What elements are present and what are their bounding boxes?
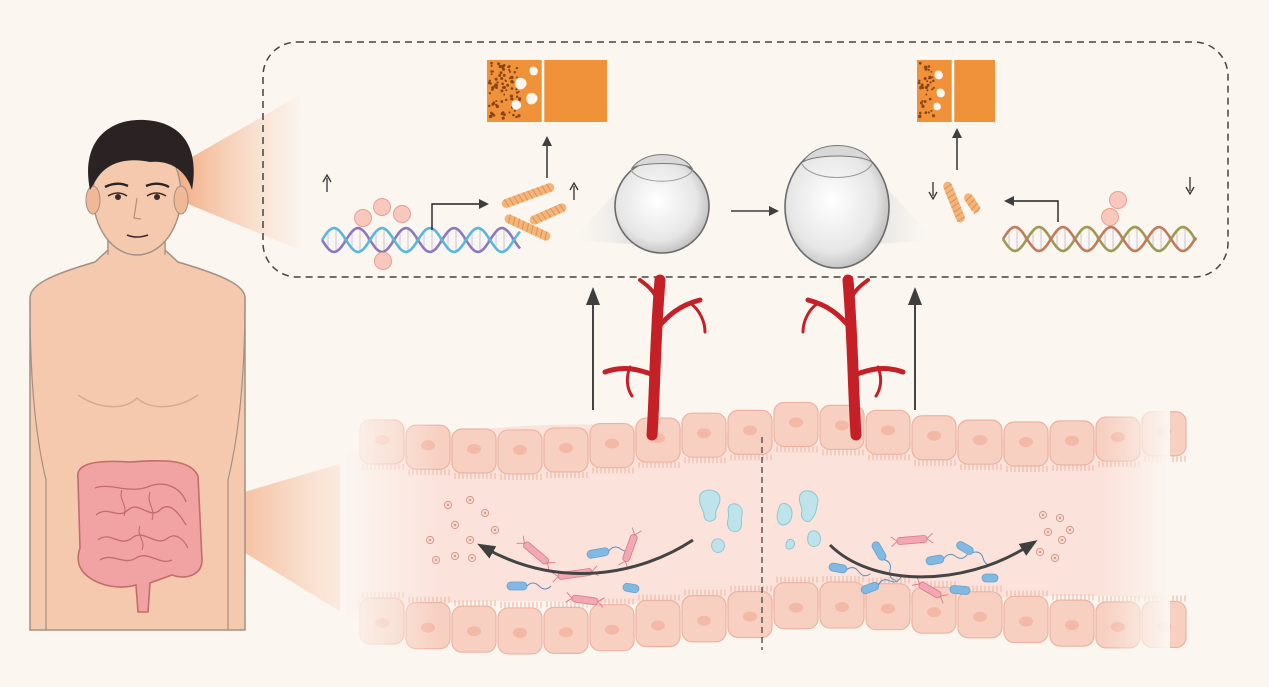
expression-arrow-left: [431, 199, 489, 230]
zoom-beam-head: [178, 95, 300, 250]
intestinal-wall: [340, 401, 1187, 655]
protein-spheres-right: [1101, 191, 1127, 226]
metabolite-particle-icon-left: [425, 495, 500, 565]
intestine-icon: [77, 459, 203, 613]
down-arrow-small-right: [1185, 177, 1195, 196]
metabolism-curve-arrow-right: [828, 540, 1038, 579]
eyeball-icon-left: [614, 154, 710, 254]
collagen-fiber-icon-right: [943, 181, 981, 223]
eye-panel-frame: [262, 41, 1229, 278]
bone-tissue-icon-right: [917, 60, 995, 122]
eyeball-icon-right: [784, 145, 890, 269]
down-arrow-small-collagen-right: [928, 182, 938, 201]
protein-spheres-left: [354, 198, 411, 270]
dna-helix-icon-right: [1001, 225, 1198, 253]
blood-vessel-icon-left: [602, 274, 707, 441]
collagen-fiber-icon-left: [501, 183, 567, 241]
dna-helix-icon-left: [320, 226, 522, 254]
up-arrow-small-left: [322, 173, 332, 192]
metabolism-curve-arrow-left: [477, 538, 694, 575]
blood-vessel-icon-right: [801, 274, 906, 441]
up-arrow-small-collagen-left: [569, 181, 579, 200]
metabolite-particle-icon-right: [1035, 510, 1075, 563]
metabolite-cluster-left: [699, 489, 743, 553]
bone-tissue-icon-left: [487, 60, 607, 122]
bacteria-icon-group: [506, 527, 999, 608]
expression-arrow-right: [1004, 196, 1059, 222]
metabolite-cluster-right: [776, 490, 821, 550]
